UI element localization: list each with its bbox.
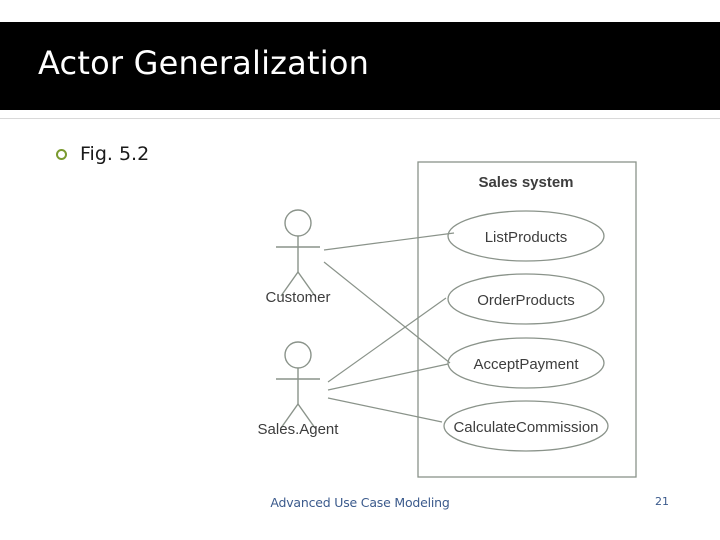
usecase-acceptpayment-label: AcceptPayment — [473, 356, 579, 373]
assoc-customer-acceptpayment — [323, 261, 451, 364]
assoc-salesagent-orderproducts — [327, 297, 447, 383]
actor-customer-figure — [276, 209, 320, 297]
footer-text: Advanced Use Case Modeling — [270, 495, 450, 510]
actor-salesagent-figure — [276, 341, 320, 429]
title-banner — [0, 22, 720, 110]
page-title: Actor Generalization — [38, 44, 370, 82]
assoc-customer-listproducts — [323, 232, 455, 251]
header-divider — [0, 118, 720, 119]
bullet-item: Fig. 5.2 — [56, 143, 149, 165]
actor-salesagent-label: Sales.Agent — [258, 421, 340, 438]
bullet-circle-icon — [56, 148, 67, 160]
usecase-calculatecommission-label: CalculateCommission — [453, 419, 598, 436]
usecase-calculatecommission-shape — [443, 400, 609, 452]
usecase-orderproducts-shape — [447, 273, 605, 325]
page-number: 21 — [655, 495, 669, 508]
usecase-listproducts-label: ListProducts — [485, 229, 568, 246]
usecase-acceptpayment-shape — [447, 337, 605, 389]
assoc-salesagent-acceptpayment — [327, 363, 449, 391]
use-case-diagram: Sales system Customer Sales.Agent ListPr… — [236, 150, 656, 490]
usecase-orderproducts-label: OrderProducts — [477, 292, 575, 309]
actor-customer-label: Customer — [265, 289, 330, 306]
usecase-listproducts-shape — [447, 210, 605, 262]
bullet-label: Fig. 5.2 — [80, 143, 150, 165]
assoc-salesagent-calculatecommission — [327, 397, 443, 423]
system-boundary — [417, 161, 637, 478]
system-boundary-label: Sales system — [478, 174, 573, 191]
